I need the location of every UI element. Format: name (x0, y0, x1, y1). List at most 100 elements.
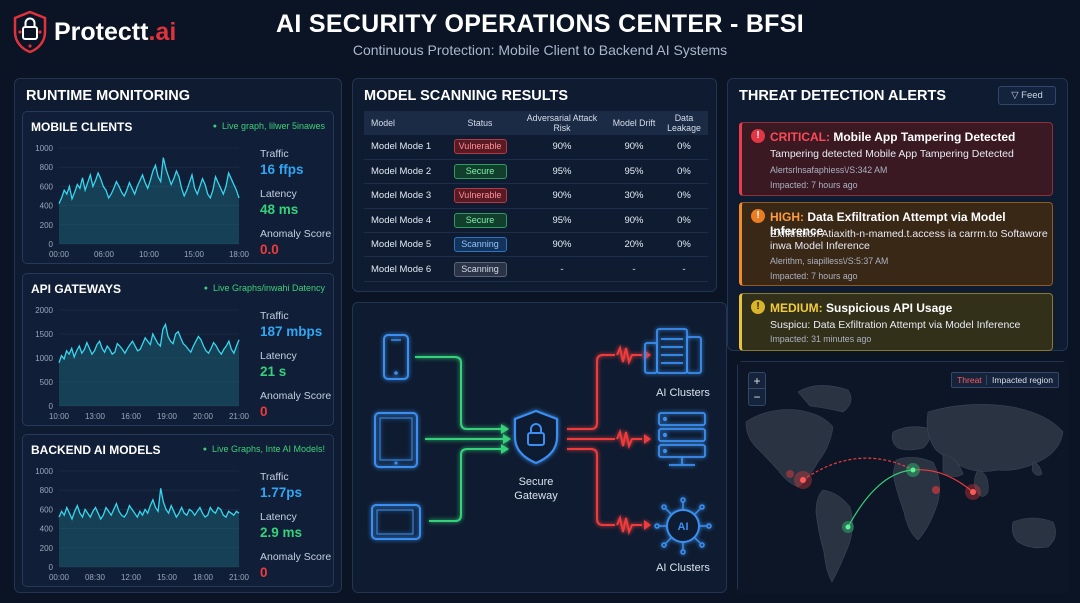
alert-meta: Alertsrlnsafaphiess\/S:342 AM (770, 165, 888, 175)
logo[interactable]: Protectt.ai (12, 10, 176, 54)
live-note: Live graph, lilwer 5inawes (213, 121, 325, 131)
alert-high[interactable]: ! HIGH: Data Exfiltration Attempt via Mo… (739, 202, 1053, 286)
data-leakage: - (660, 256, 708, 282)
y-tick-label: 400 (40, 525, 54, 534)
world-map (738, 362, 1069, 594)
x-tick-label: 21:00 (229, 573, 250, 582)
shield-lock-icon (13, 10, 47, 54)
gateway-label-1: Secure (519, 476, 554, 488)
status-badge[interactable]: Secure (453, 164, 507, 180)
server-rack-icon[interactable] (658, 412, 706, 466)
data-leakage: 0% (660, 208, 708, 234)
ai-clusters-label-bottom: AI Clusters (656, 562, 710, 574)
status-badge[interactable]: Scanning (453, 237, 507, 253)
y-tick-label: 0 (49, 240, 54, 249)
mobile-clients-panel[interactable]: MOBILE CLIENTS Live graph, lilwer 5inawe… (22, 111, 334, 264)
adversarial-risk: 90% (516, 232, 608, 258)
sub-panel-title: MOBILE CLIENTS (31, 120, 133, 134)
col-model-drift[interactable]: Model Drift (608, 111, 660, 135)
x-tick-label: 19:00 (157, 412, 178, 421)
tablet-landscape-icon[interactable] (371, 504, 421, 540)
x-tick-label: 10:00 (139, 250, 160, 259)
y-tick-label: 0 (49, 563, 54, 572)
secure-gateway-shield-icon[interactable] (513, 409, 559, 465)
status-badge[interactable]: Vulnerable (453, 188, 507, 204)
feed-filter-button[interactable]: ▽ Feed (998, 86, 1056, 105)
alert-title: Data Exfiltration Attempt via Model Infe… (770, 210, 1006, 238)
x-tick-label: 10:00 (49, 412, 70, 421)
sub-panel-title: BACKEND AI MODELS (31, 443, 161, 457)
y-tick-label: 0 (49, 402, 54, 411)
x-tick-label: 13:00 (85, 412, 106, 421)
series-line (58, 157, 240, 204)
zoom-in-button[interactable]: + (749, 373, 765, 389)
filter-icon: ▽ (1011, 90, 1019, 101)
ai-chip-icon[interactable]: AI (654, 497, 712, 555)
status-badge[interactable]: Vulnerable (453, 139, 507, 155)
x-tick-label: 00:00 (49, 250, 70, 259)
latency-value: 48 ms (260, 202, 299, 217)
col-adversarial-risk[interactable]: Adversarial Attack Risk (516, 111, 608, 135)
anomaly-label: Anomaly Score (260, 228, 332, 240)
alert-medium[interactable]: ! MEDIUM: Suspicious API Usage Suspicu: … (739, 293, 1053, 351)
gateway-label-2: Gateway (514, 490, 558, 502)
series-line (58, 322, 240, 364)
adversarial-risk: - (516, 256, 608, 282)
legend-threat[interactable]: Threat (957, 375, 987, 385)
model-name: Model Mode 2 (364, 159, 444, 185)
y-tick-label: 400 (40, 202, 54, 211)
col-model[interactable]: Model (364, 111, 444, 135)
x-tick-label: 08:30 (85, 573, 106, 582)
scan-table: Model Status Adversarial Attack Risk Mod… (364, 111, 708, 282)
series-area (59, 488, 239, 567)
col-data-leakage[interactable]: Data Leakage (660, 111, 708, 135)
model-drift: 90% (608, 208, 660, 234)
status-badge[interactable]: Scanning (453, 261, 507, 277)
adversarial-risk: 95% (516, 159, 608, 185)
x-tick-label: 15:00 (184, 250, 205, 259)
live-note: Live Graphs/inwahi Datency (204, 283, 325, 293)
data-leakage: 0% (660, 159, 708, 185)
map-legend: Threat Impacted region (951, 372, 1059, 388)
alert-critical-icon: ! (751, 129, 765, 143)
alert-title: Suspicious API Usage (822, 301, 953, 315)
x-tick-label: 20:00 (193, 412, 214, 421)
alert-medium-icon: ! (751, 300, 765, 314)
anomaly-value: 0.0 (260, 242, 279, 257)
anomaly-value: 0 (260, 404, 268, 419)
legend-impacted-region[interactable]: Impacted region (992, 375, 1053, 385)
smartphone-icon[interactable] (383, 334, 409, 380)
x-tick-label: 06:00 (94, 250, 115, 259)
alert-time: Impacted: 7 hours ago (770, 180, 858, 190)
alert-level: CRITICAL: (770, 130, 830, 144)
api-gateways-panel[interactable]: API GATEWAYS Live Graphs/inwahi Datency … (22, 273, 334, 426)
threat-arcs (802, 457, 974, 528)
header: Protectt.ai AI SECURITY OPERATIONS CENTE… (0, 0, 1080, 70)
col-status[interactable]: Status (444, 111, 516, 135)
server-cluster-icon[interactable] (644, 328, 702, 374)
alert-level: HIGH: (770, 210, 804, 224)
y-tick-label: 500 (40, 378, 54, 387)
anomaly-value: 0 (260, 565, 268, 580)
threat-map-panel[interactable]: + − Threat Impacted region (737, 361, 1069, 594)
latency-label: Latency (260, 511, 297, 523)
data-leakage: 0% (660, 183, 708, 209)
zoom-out-button[interactable]: − (753, 390, 761, 404)
backend-ai-models-panel[interactable]: BACKEND AI MODELS Live Graphs, Inte AI M… (22, 434, 334, 587)
model-drift: 20% (608, 232, 660, 258)
alert-critical[interactable]: ! CRITICAL: Mobile App Tampering Detecte… (739, 122, 1053, 196)
y-tick-label: 800 (40, 163, 54, 172)
status-badge[interactable]: Secure (453, 212, 507, 228)
threat-alerts-panel: THREAT DETECTION ALERTS ▽ Feed ! CRITICA… (727, 78, 1068, 351)
traffic-value: 16 ffps (260, 162, 304, 177)
model-name: Model Mode 1 (364, 135, 444, 160)
tablet-icon[interactable] (374, 412, 418, 468)
model-name: Model Mode 6 (364, 256, 444, 282)
